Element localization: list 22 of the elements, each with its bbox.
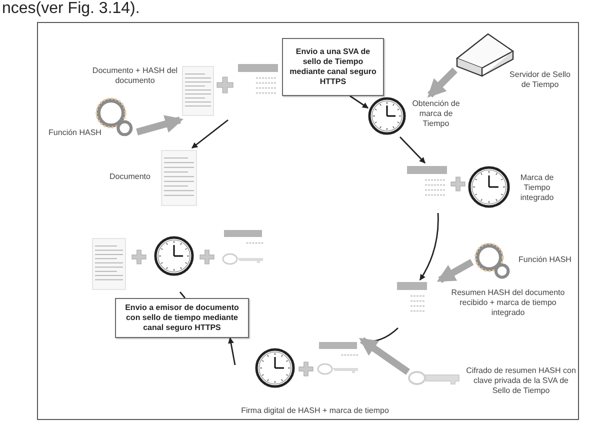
arrow [359,337,410,375]
message-box: Envio a emisor de documento con sello de tiempo mediante canal seguro HTTPS [115,298,249,338]
node-label: Cifrado de resumen HASH con clave privada de la SVA de Sello de Tiempo [465,366,577,396]
arrow [192,119,228,149]
node-label: Documento [108,172,152,182]
node-label: Obtención de marca de Tiempo [411,99,461,129]
arrow [136,115,184,136]
node-label: Resumen HASH del documento recibido + marca de tiempo integrado [450,288,566,318]
message-box: Envio a una SVA de sello de Tiempo mediante canal seguro HTTPS [282,38,384,96]
node-label: Firma digital de HASH + marca de tiempo [240,406,390,416]
arrow [350,95,368,109]
page-text: nces(ver Fig. 3.14). [2,0,140,18]
arrow [436,258,474,284]
arrow [427,68,458,98]
node-label: Servidor de Sello de Tiempo [508,70,572,90]
node-label: Función HASH [518,255,572,265]
arrow [419,212,439,280]
arrow [400,136,426,164]
node-label: Marca de Tiempo integrado [519,173,555,203]
arrow [228,337,236,366]
node-label: Documento + HASH del documento [91,66,179,86]
node-label: Función HASH [48,128,102,138]
